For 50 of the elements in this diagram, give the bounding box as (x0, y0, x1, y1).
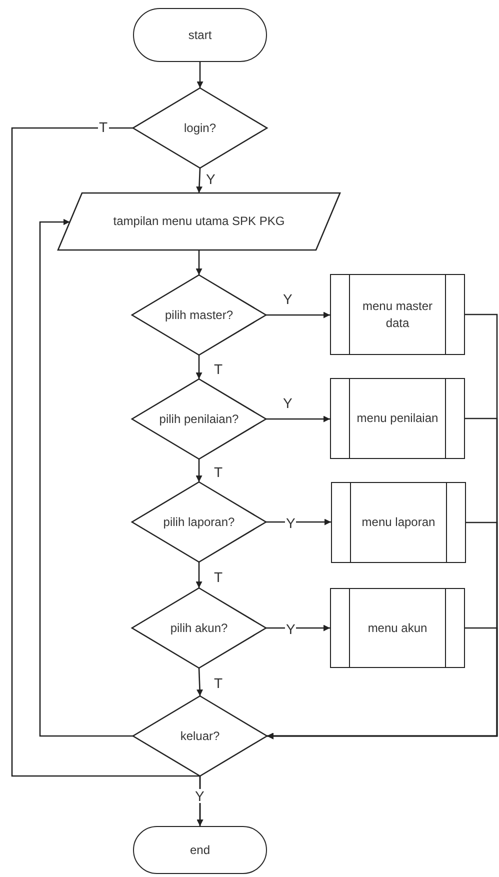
arrow (266, 624, 330, 632)
node-label: menu master data (361, 298, 434, 332)
subprocess-box (331, 482, 466, 563)
node-label: end (190, 842, 210, 858)
arrow (196, 250, 202, 275)
subprocess-box (330, 378, 465, 459)
input-output-parallelogram (58, 193, 340, 250)
edge-label: Y (285, 516, 296, 530)
decision-diamond (133, 696, 267, 776)
subprocess-box (330, 588, 465, 668)
arrow (266, 312, 330, 318)
node-label: tampilan menu utama SPK PKG (113, 213, 285, 230)
subprocess-box (330, 274, 465, 355)
edge-label: Y (282, 396, 294, 410)
node-label: menu penilaian (356, 410, 438, 427)
edge-label: T (213, 362, 224, 376)
node-label: pilih master? (164, 306, 234, 324)
edge-label: Y (282, 292, 294, 306)
edge-label: T (98, 120, 109, 134)
arrow (196, 459, 202, 482)
arrow (196, 355, 202, 379)
arrow (266, 416, 330, 422)
node-label: keluar? (180, 728, 220, 744)
arrow (196, 168, 202, 194)
arrow (266, 518, 331, 526)
decision-diamond (132, 275, 266, 355)
edge-label: T (213, 676, 224, 690)
decision-diamond (132, 379, 266, 459)
node-label: pilih laporan? (163, 514, 235, 530)
node-label: login? (184, 120, 216, 136)
edge-label: Y (285, 622, 296, 636)
decision-diamond (132, 588, 266, 668)
edge-label: T (213, 465, 224, 479)
edge-label: Y (205, 172, 216, 186)
arrow (196, 668, 204, 696)
arrow (196, 62, 204, 88)
node-label: menu akun (368, 620, 428, 636)
edge-label: Y (194, 789, 206, 803)
arrow (267, 627, 498, 740)
node-label: pilih penilaian? (159, 410, 239, 428)
edge-label: T (213, 570, 224, 584)
arrow (196, 562, 202, 588)
node-label: pilih akun? (170, 620, 228, 636)
terminator-shape (133, 826, 267, 874)
terminator-shape (133, 8, 267, 62)
decision-diamond (132, 482, 266, 562)
arrow (39, 218, 133, 737)
node-label: start (188, 26, 212, 44)
node-label: menu laporan (362, 514, 436, 531)
decision-diamond (133, 88, 267, 168)
